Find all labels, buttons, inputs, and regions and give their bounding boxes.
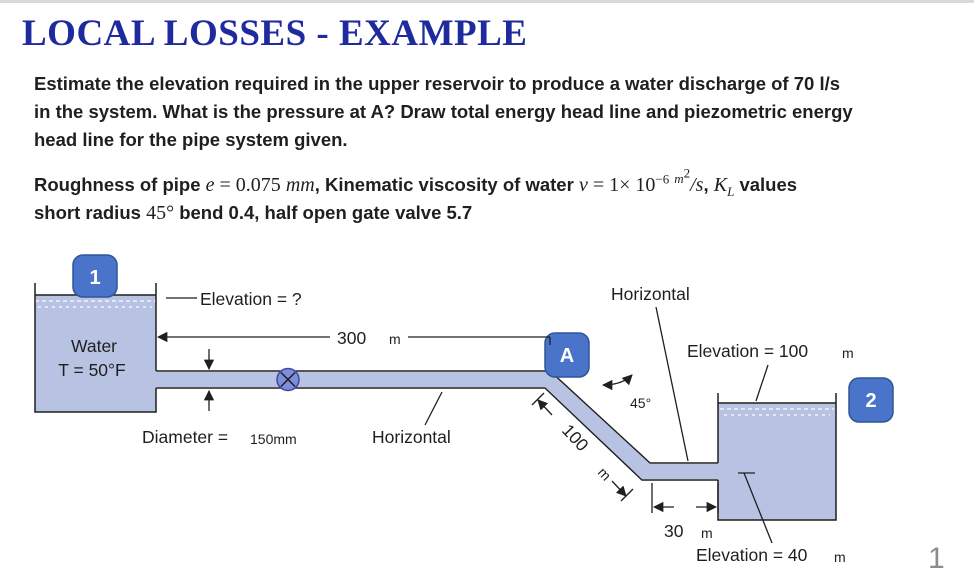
upper-reservoir — [34, 283, 157, 413]
elevation-unknown-label: Elevation = ? — [200, 289, 302, 309]
length-100-tick-top — [531, 392, 545, 406]
lower-reservoir-water — [718, 403, 836, 520]
viscosity-formula: ν = 1× 10−6 m2/s — [578, 166, 704, 196]
slide-title: LOCAL LOSSES - EXAMPLE — [22, 13, 528, 54]
length-100-arrow-down — [611, 480, 627, 497]
kl-label: values — [739, 174, 798, 195]
given-data: Roughness of pipe e = 0.075 mm, Kinemati… — [34, 166, 798, 224]
upper-reservoir-walls — [34, 283, 157, 413]
problem-line-3: head line for the pipe system given. — [34, 129, 348, 150]
bend-label: short radius — [34, 202, 141, 223]
angle-arc — [601, 374, 633, 391]
viscosity-label: , Kinematic viscosity of water — [314, 174, 574, 195]
roughness-label: Roughness of pipe — [34, 174, 201, 195]
problem-statement: Estimate the elevation required in the u… — [34, 70, 939, 154]
elevation-100-label: Elevation = 100 — [687, 341, 808, 361]
elevation-100-leader — [755, 364, 769, 402]
temperature-label: T = 50°F — [58, 360, 125, 380]
horizontal-upper-label: Horizontal — [611, 284, 690, 304]
pipe-fill — [156, 372, 718, 479]
gate-valve-icon — [276, 367, 300, 392]
length-300-value: 300 — [337, 328, 366, 348]
pipe-top-edge — [156, 370, 718, 464]
horizontal-upper-leader — [655, 306, 689, 462]
length-100-tick-bottom — [620, 488, 634, 502]
slide-number: 1 — [928, 542, 945, 575]
pipe-bottom-edge — [156, 387, 718, 481]
bend-angle: 45° — [146, 202, 175, 224]
diameter-value: 150mm — [250, 431, 297, 447]
elevation-40-leader — [743, 472, 773, 544]
length-100-arrow-up — [537, 399, 553, 416]
problem-line-2: in the system. What is the pressure at A… — [34, 101, 853, 122]
angle-label: 45° — [630, 395, 651, 411]
horizontal-lower-leader — [424, 391, 443, 426]
water-label: Water — [71, 336, 117, 356]
top-rule — [0, 0, 974, 3]
length-100-unit: m — [595, 464, 615, 483]
kl-symbol: KL — [713, 174, 735, 199]
svg-text:2: 2 — [865, 390, 876, 412]
point-a-badge: A — [544, 332, 590, 378]
point-1-badge: 1 — [72, 254, 118, 298]
pipe-system-diagram: 1 A 2 Elevation = ? Water T = 50°F 300 m… — [34, 254, 894, 565]
diameter-label: Diameter = — [142, 427, 228, 447]
length-30-unit: m — [701, 525, 713, 541]
elevation-40-unit: m — [834, 549, 846, 565]
upper-reservoir-water — [35, 295, 156, 412]
bend-values: bend 0.4, half open gate valve 5.7 — [179, 202, 473, 223]
problem-line-1: Estimate the elevation required in the u… — [34, 73, 841, 94]
lower-reservoir — [717, 393, 837, 521]
svg-text:1: 1 — [89, 267, 100, 289]
horizontal-lower-label: Horizontal — [372, 427, 451, 447]
length-300-unit: m — [389, 331, 401, 347]
roughness-formula: e = 0.075 mm — [205, 174, 315, 196]
point-2-badge: 2 — [848, 377, 894, 423]
elevation-100-unit: m — [842, 345, 854, 361]
length-30-value: 30 — [664, 521, 684, 541]
svg-text:A: A — [560, 345, 574, 367]
elevation-40-label: Elevation = 40 — [696, 545, 808, 565]
